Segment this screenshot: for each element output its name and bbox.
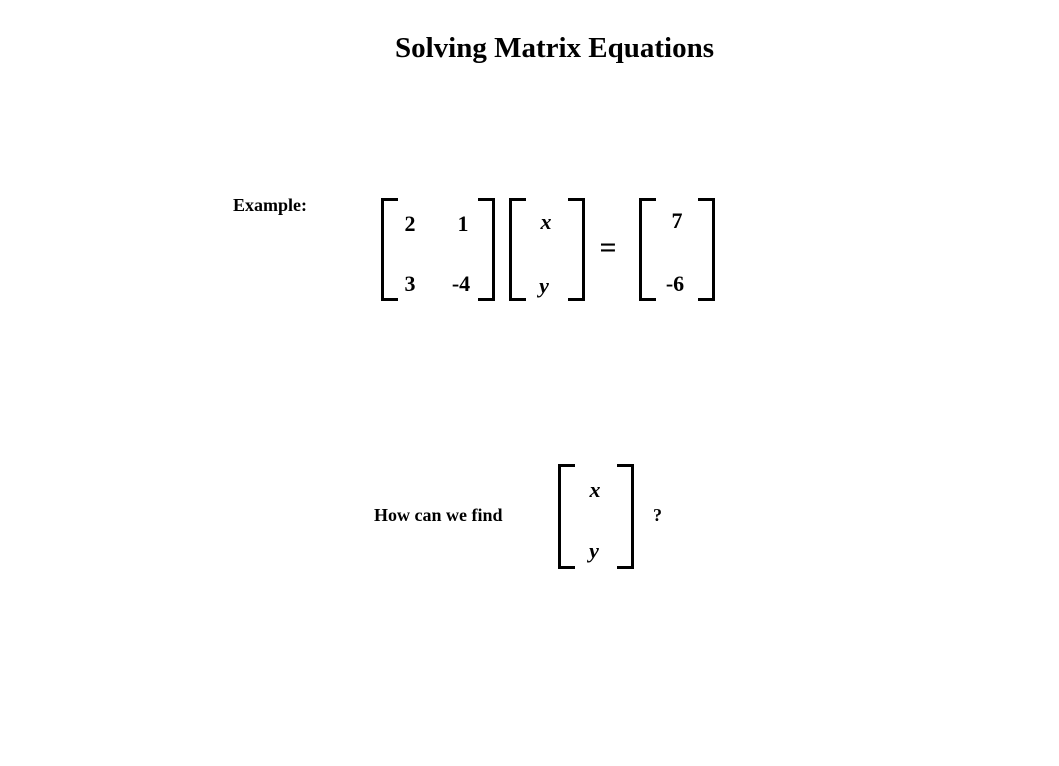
left-bracket: [639, 198, 656, 301]
matrix-a-entry: 2: [404, 211, 416, 236]
matrix-a-entry: 1: [457, 211, 469, 236]
right-bracket: [568, 198, 585, 301]
slide-title: Solving Matrix Equations: [394, 32, 715, 64]
right-bracket: [617, 464, 634, 569]
matrix-a-entry: -4: [451, 271, 471, 296]
vector-entry: y: [539, 273, 549, 298]
left-bracket: [509, 198, 526, 301]
question-text: How can we find: [374, 505, 503, 525]
matrix-a-entry: 3: [404, 271, 416, 296]
vector-entry: x: [540, 209, 552, 234]
equals-sign: =: [599, 231, 617, 264]
example-label: Example:: [233, 195, 307, 215]
vector-entry: x: [589, 477, 601, 502]
question-mark: ?: [653, 505, 662, 525]
left-bracket: [558, 464, 575, 569]
left-bracket: [381, 198, 398, 301]
vector-b-entry: -6: [665, 271, 685, 296]
right-bracket: [698, 198, 715, 301]
right-bracket: [478, 198, 495, 301]
vector-entry: y: [589, 538, 599, 563]
vector-b-entry: 7: [671, 208, 683, 233]
